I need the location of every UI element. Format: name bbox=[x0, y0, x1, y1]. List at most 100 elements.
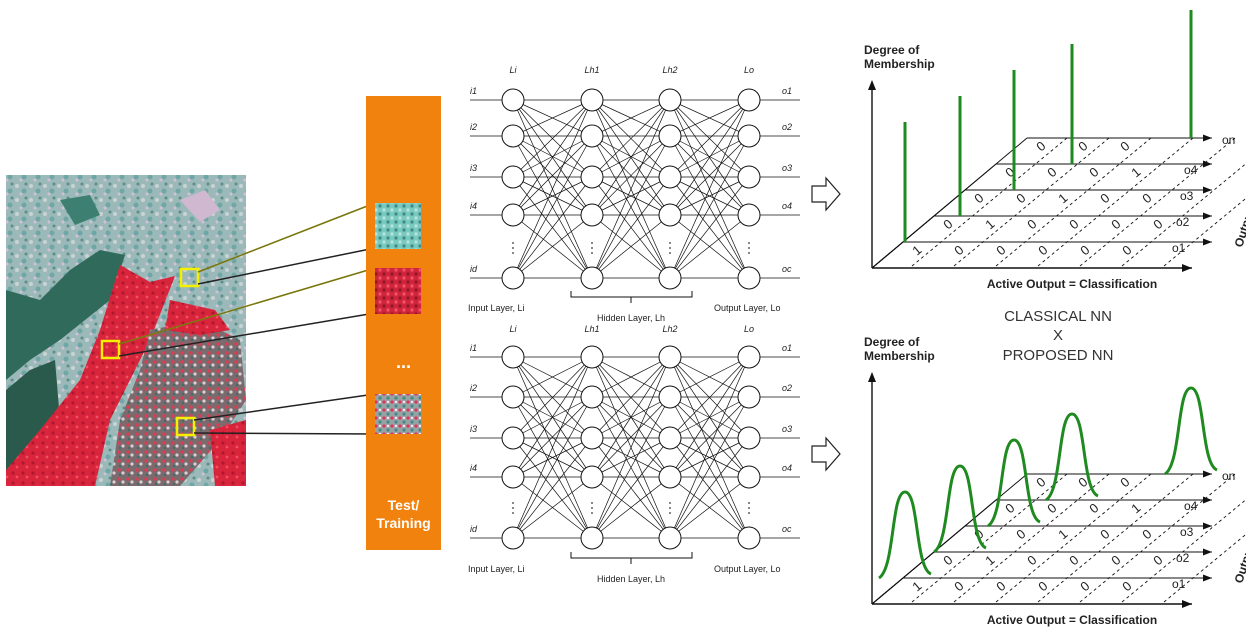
edge bbox=[512, 437, 593, 539]
sample-patches bbox=[375, 203, 421, 434]
input-label: i1 bbox=[470, 343, 477, 353]
y-axis-label: Membership bbox=[864, 57, 935, 71]
membership-value: 0 bbox=[1024, 552, 1039, 568]
ellipsis-dot bbox=[591, 247, 593, 249]
membership-value: 0 bbox=[1013, 190, 1028, 206]
membership-value: 0 bbox=[1033, 138, 1048, 154]
neuron-node bbox=[658, 345, 682, 369]
edge bbox=[669, 476, 750, 539]
neuron-node bbox=[501, 526, 525, 550]
membership-curve bbox=[932, 464, 987, 554]
edge bbox=[669, 214, 750, 279]
membership-value: 0 bbox=[951, 242, 966, 258]
edge bbox=[669, 135, 750, 216]
row-arrowhead bbox=[1203, 238, 1212, 246]
output-label: o4 bbox=[782, 201, 792, 211]
input-label: i2 bbox=[470, 383, 477, 393]
membership-value: 0 bbox=[1108, 216, 1123, 232]
membership-value: 0 bbox=[1150, 552, 1165, 568]
edge bbox=[669, 356, 750, 478]
output-row-label: on bbox=[1222, 133, 1235, 147]
membership-value: 0 bbox=[993, 578, 1008, 594]
membership-curve bbox=[986, 438, 1041, 528]
neuron-node bbox=[501, 124, 525, 148]
neuron-node bbox=[658, 385, 682, 409]
edge bbox=[591, 476, 671, 539]
output-label: o4 bbox=[782, 463, 792, 473]
edge bbox=[669, 99, 750, 216]
membership-value: 0 bbox=[1075, 138, 1090, 154]
input-label: i3 bbox=[470, 163, 477, 173]
ellipsis-dot bbox=[512, 502, 514, 504]
edge bbox=[512, 396, 593, 539]
input-layer-label: Input Layer, Li bbox=[468, 303, 525, 313]
membership-value: 1 bbox=[982, 552, 997, 568]
edge bbox=[591, 176, 671, 279]
output-layer-label: Output Layer, Lo bbox=[714, 564, 781, 574]
neuron-node bbox=[501, 465, 525, 489]
x-axis-arrowhead bbox=[1182, 600, 1192, 608]
test-training-label: Test/ Training bbox=[366, 496, 441, 532]
edge bbox=[591, 356, 671, 439]
z-axis-label: Output of the NN bbox=[1232, 489, 1246, 585]
input-label: i4 bbox=[470, 463, 477, 473]
edge bbox=[512, 437, 593, 478]
neuron-node bbox=[501, 266, 525, 290]
row-arrowhead bbox=[1203, 212, 1212, 220]
row-arrowhead bbox=[1203, 134, 1212, 142]
edge bbox=[512, 135, 593, 178]
neuron-node bbox=[737, 465, 761, 489]
layer-label: Lo bbox=[744, 324, 754, 334]
proposed-nn-label: PROPOSED NN bbox=[1003, 347, 1114, 364]
ellipsis-dot bbox=[591, 512, 593, 514]
membership-value: 0 bbox=[951, 578, 966, 594]
layer-label: Lo bbox=[744, 65, 754, 75]
neuron-node bbox=[658, 526, 682, 550]
membership-curve bbox=[1163, 386, 1218, 476]
ellipsis-dot bbox=[669, 502, 671, 504]
membership-value: 0 bbox=[1086, 500, 1101, 516]
membership-value: 0 bbox=[1097, 190, 1112, 206]
neuron-node bbox=[737, 426, 761, 450]
neuron-node bbox=[737, 165, 761, 189]
input-label: id bbox=[470, 524, 478, 534]
edge bbox=[669, 356, 750, 398]
neuron-node bbox=[501, 345, 525, 369]
edge bbox=[512, 356, 593, 439]
membership-value: 1 bbox=[909, 578, 924, 594]
membership-value: 0 bbox=[1024, 216, 1039, 232]
membership-value: 0 bbox=[993, 242, 1008, 258]
ellipsis-dot bbox=[512, 247, 514, 249]
y-axis-arrowhead bbox=[868, 372, 876, 382]
neuron-node bbox=[737, 266, 761, 290]
output-label: o2 bbox=[782, 122, 792, 132]
output-row-label: o2 bbox=[1176, 215, 1190, 229]
output-label: o1 bbox=[782, 343, 792, 353]
ellipsis-dot bbox=[669, 507, 671, 509]
edge bbox=[591, 99, 671, 216]
neuron-node bbox=[501, 426, 525, 450]
neuron-node bbox=[580, 88, 604, 112]
membership-bars bbox=[877, 386, 1218, 580]
ellipsis-dot bbox=[591, 252, 593, 254]
output-row-label: o1 bbox=[1172, 577, 1186, 591]
ellipsis-dot bbox=[669, 242, 671, 244]
edge bbox=[669, 99, 750, 137]
membership-value: 0 bbox=[1033, 474, 1048, 490]
membership-value: 0 bbox=[1013, 526, 1028, 542]
neuron-node bbox=[501, 88, 525, 112]
ellipsis-dot bbox=[748, 507, 750, 509]
layer-label: Lh2 bbox=[662, 324, 677, 334]
training-label: Training bbox=[376, 515, 431, 531]
membership-value: 0 bbox=[1044, 500, 1059, 516]
layer-label: Li bbox=[509, 65, 517, 75]
edge bbox=[591, 176, 671, 216]
membership-value: 0 bbox=[1139, 526, 1154, 542]
edge bbox=[512, 99, 593, 216]
neuron-node bbox=[658, 266, 682, 290]
network-edges bbox=[512, 99, 750, 279]
versus-label: X bbox=[1053, 327, 1063, 344]
